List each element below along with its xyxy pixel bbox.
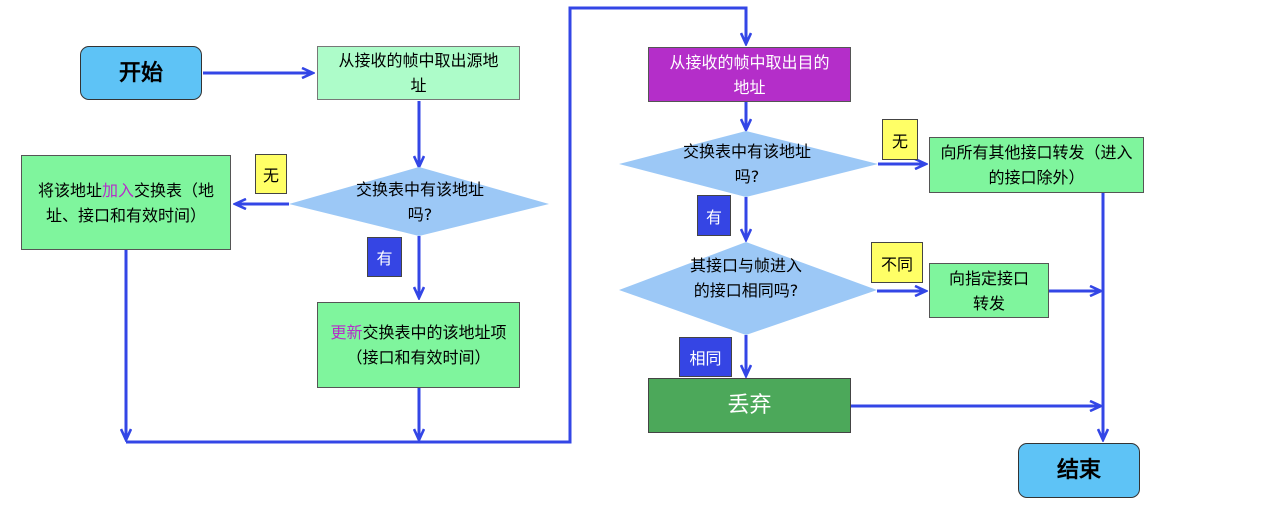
- label-none-2: 无: [882, 119, 918, 160]
- label-yes-1: 有: [367, 237, 402, 277]
- broadcast-box: 向所有其他接口转发（进入的接口除外）: [929, 137, 1144, 193]
- update-entry-box: 更新交换表中的该地址项（接口和有效时间）: [317, 302, 520, 388]
- check-table-2-label: 交换表中有该地址吗?: [682, 142, 811, 186]
- extract-source-label: 从接收的帧中取出源地址: [338, 51, 499, 95]
- update-highlight: 更新: [330, 323, 363, 342]
- label-yes-2: 有: [697, 195, 731, 236]
- extract-destination-box: 从接收的帧中取出目的地址: [648, 47, 851, 102]
- check-table-label: 交换表中有该地址吗?: [355, 180, 484, 224]
- start-label: 开始: [118, 60, 163, 86]
- label-different: 不同: [871, 242, 923, 283]
- check-port-label: 其接口与帧进入的接口相同吗?: [689, 256, 802, 300]
- label-none-1: 无: [255, 154, 287, 194]
- broadcast-label: 向所有其他接口转发（进入的接口除外）: [940, 143, 1133, 187]
- discard-label: 丢弃: [727, 393, 772, 418]
- connector-merge: [126, 6, 746, 444]
- add-entry-box: 将该地址加入交换表（地址、接口和有效时间）: [21, 155, 231, 250]
- extract-destination-label: 从接收的帧中取出目的地址: [669, 52, 830, 97]
- end-label: 结束: [1056, 458, 1101, 483]
- update-entry-label: 更新交换表中的该地址项（接口和有效时间）: [330, 323, 507, 367]
- label-same: 相同: [679, 337, 732, 377]
- start-terminal: 开始: [80, 46, 202, 100]
- add-entry-highlight: 加入: [101, 180, 134, 200]
- extract-source-box: 从接收的帧中取出源地址: [317, 46, 520, 100]
- forward-label: 向指定接口转发: [948, 268, 1029, 313]
- decision-diamond-1: [289, 167, 549, 236]
- decision-diamond-3: [619, 242, 877, 335]
- end-terminal: 结束: [1018, 443, 1140, 498]
- discard-box: 丢弃: [648, 378, 851, 433]
- add-entry-label: 将该地址加入交换表（地址、接口和有效时间）: [37, 180, 215, 225]
- forward-box: 向指定接口转发: [929, 263, 1049, 318]
- decision-diamond-2: [619, 131, 878, 197]
